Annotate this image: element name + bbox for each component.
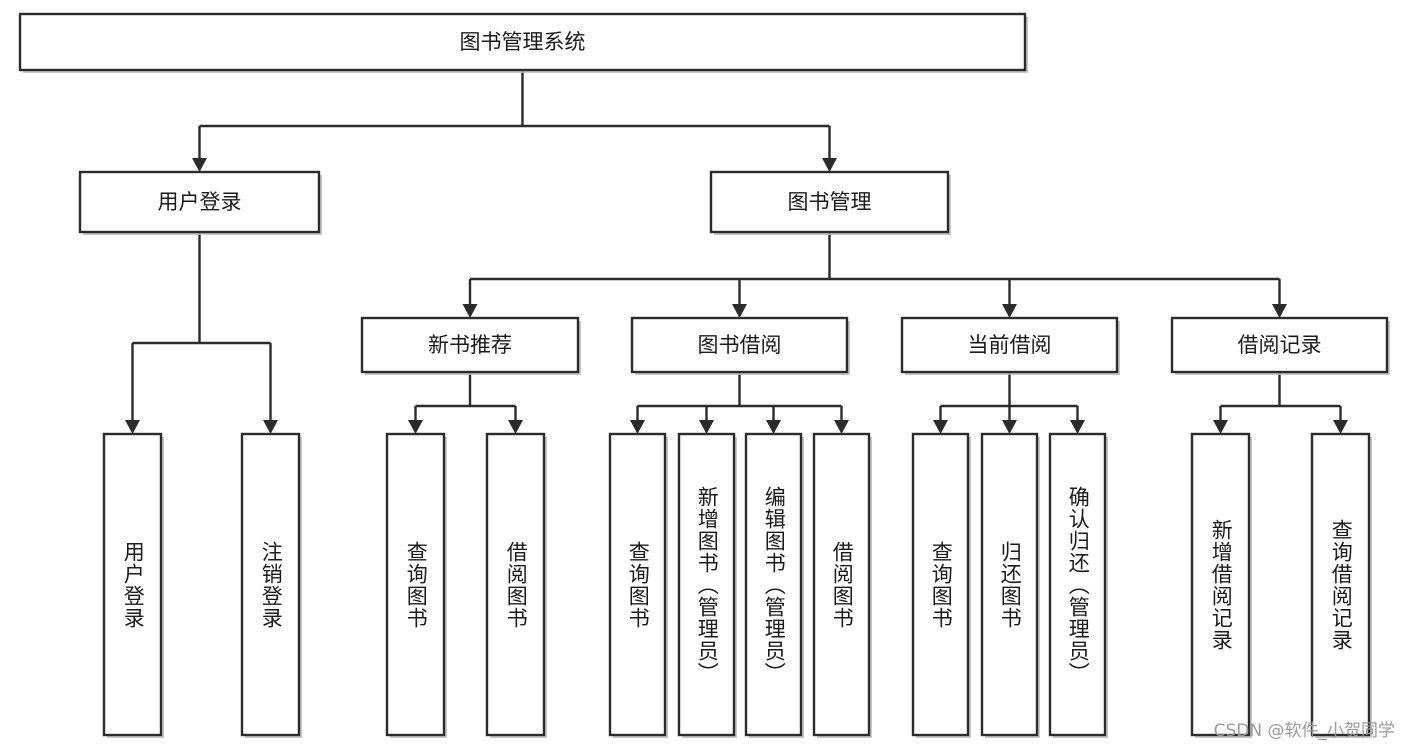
- edge-group-root: [192, 70, 837, 172]
- arrow-icon: [1272, 304, 1287, 318]
- node-root[interactable]: 图书管理系统: [18, 12, 1028, 73]
- node-leaf-logout-login[interactable]: [240, 432, 302, 738]
- arrow-icon: [192, 158, 207, 172]
- arrow-icon: [125, 420, 140, 434]
- arrow-icon: [1002, 304, 1017, 318]
- node-leaf-add-borrow-record[interactable]: [1190, 432, 1252, 738]
- arrow-icon: [1213, 420, 1228, 434]
- edge-group-user-login: [125, 232, 278, 434]
- arrow-icon: [462, 304, 478, 318]
- node-leaf-borrow-book[interactable]: [812, 432, 872, 738]
- node-leaf-query-book-borrow[interactable]: [608, 432, 668, 738]
- node-leaf-borrow-book-recommend[interactable]: [485, 432, 547, 738]
- node-book-management[interactable]: 图书管理: [709, 170, 951, 235]
- edges-layer: [125, 70, 1348, 434]
- arrow-icon: [933, 420, 948, 434]
- node-label-root: 图书管理系统: [460, 30, 586, 54]
- node-leaf-confirm-return-admin[interactable]: [1048, 432, 1108, 738]
- arrow-icon: [630, 420, 645, 434]
- arrow-icon: [766, 420, 781, 434]
- node-label-book-borrow: 图书借阅: [698, 333, 782, 357]
- arrow-icon: [732, 304, 747, 318]
- node-label-book-management: 图书管理: [788, 190, 872, 214]
- node-current-borrow[interactable]: 当前借阅: [900, 316, 1120, 375]
- node-leaf-query-borrow-record[interactable]: [1310, 432, 1372, 738]
- arrow-icon: [1333, 420, 1348, 434]
- node-book-borrow[interactable]: 图书借阅: [630, 316, 850, 375]
- node-leaf-query-book-current[interactable]: [911, 432, 971, 738]
- arrow-icon: [408, 420, 423, 434]
- arrow-icon: [508, 420, 523, 434]
- arrow-icon: [822, 158, 837, 172]
- watermark-text: CSDN @软件_小贺同学: [1213, 721, 1395, 741]
- node-leaf-edit-book-admin[interactable]: [744, 432, 804, 738]
- node-label-current-borrow: 当前借阅: [968, 333, 1052, 357]
- node-label-new-book-recommend: 新书推荐: [428, 333, 512, 357]
- node-label-borrow-records: 借阅记录: [1238, 333, 1322, 357]
- edge-group-current-borrow: [933, 372, 1085, 434]
- arrow-icon: [263, 420, 278, 434]
- node-leaf-query-book-recommend[interactable]: [385, 432, 447, 738]
- node-borrow-records[interactable]: 借阅记录: [1170, 316, 1390, 375]
- node-new-book-recommend[interactable]: 新书推荐: [360, 316, 581, 375]
- edge-group-book-management: [462, 232, 1287, 318]
- arrow-icon: [1002, 420, 1017, 434]
- arrow-icon: [699, 420, 714, 434]
- edge-group-new-book-recommend: [408, 372, 523, 434]
- edge-group-book-borrow: [630, 372, 849, 434]
- node-leaf-user-login[interactable]: [102, 432, 164, 738]
- node-leaf-return-book[interactable]: [980, 432, 1040, 738]
- edge-group-borrow-records: [1213, 372, 1348, 434]
- arrow-icon: [834, 420, 849, 434]
- node-leaf-add-book-admin[interactable]: [677, 432, 737, 738]
- node-label-user-login: 用户登录: [158, 190, 242, 214]
- node-user-login[interactable]: 用户登录: [78, 170, 322, 235]
- arrow-icon: [1070, 420, 1085, 434]
